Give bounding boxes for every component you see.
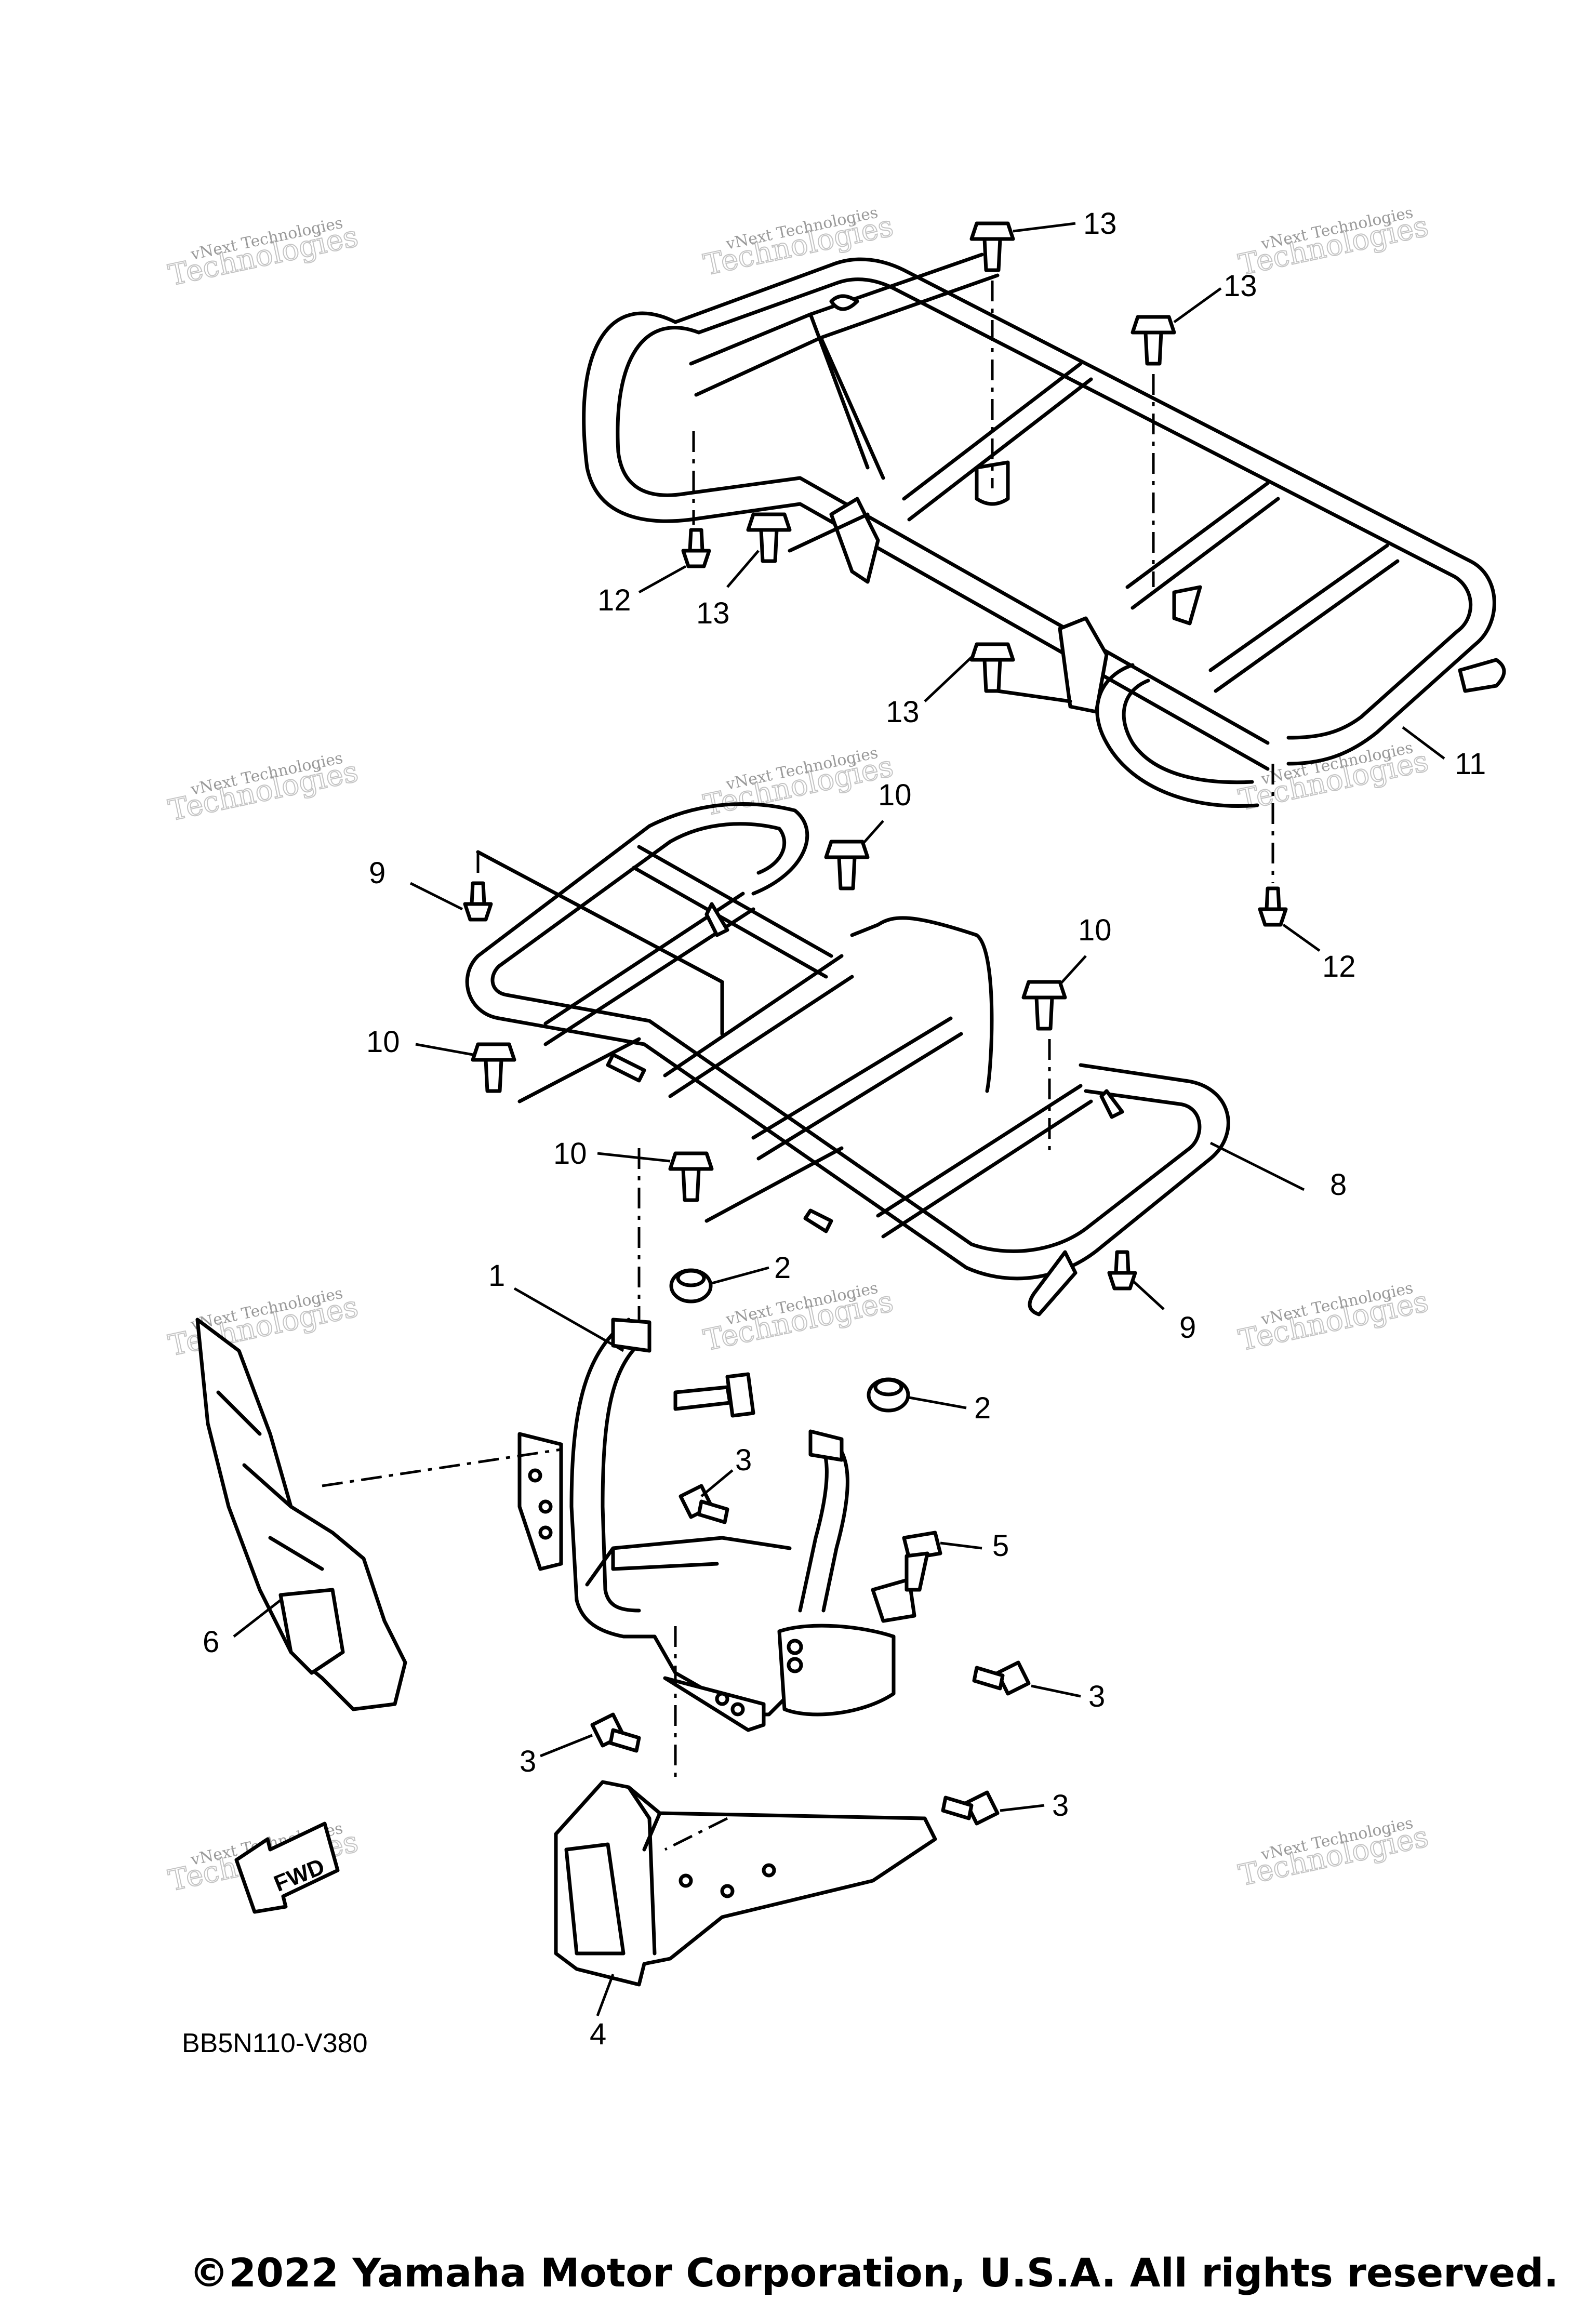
screw-12	[1258, 886, 1288, 927]
bolt-5	[902, 1531, 942, 1592]
callout-9: 9	[369, 856, 385, 890]
watermark: Technologies vNext Technologies	[700, 1279, 897, 1359]
callout-3: 3	[735, 1443, 752, 1477]
callout-13: 13	[886, 695, 920, 729]
fwd-arrow-icon: FWD	[234, 1821, 340, 1914]
callout-1: 1	[488, 1259, 505, 1293]
bolt-13	[1130, 315, 1176, 366]
callout-8: 8	[1330, 1168, 1347, 1202]
callout-13: 13	[696, 596, 730, 630]
bolt-10	[668, 1151, 714, 1202]
bolt-3	[941, 1790, 1000, 1826]
rear-carrier-part-11	[582, 252, 1506, 808]
long-bolt	[673, 1372, 755, 1418]
screw-9	[463, 881, 493, 922]
frame-guard-part-1	[517, 1318, 916, 1732]
bolt-13	[969, 642, 1015, 693]
leader-lines	[233, 222, 1445, 2016]
diagram-code: BB5N110-V380	[182, 2028, 368, 2058]
bolt-10	[471, 1042, 516, 1093]
callout-9: 9	[1179, 1311, 1196, 1345]
watermark: Technologies vNext Technologies	[1235, 1279, 1432, 1359]
callout-3: 3	[520, 1745, 536, 1778]
callout-13: 13	[1223, 269, 1257, 303]
callout-labels: 13 13 12 13 13 11 12 10 10 9 10 10 8 9 1…	[203, 207, 1486, 2051]
watermark: Technologies vNext Technologies	[700, 204, 897, 283]
grommet-2	[669, 1268, 713, 1304]
watermark: Technologies vNext Technologies	[1235, 1814, 1432, 1894]
watermark: Technologies vNext Technologies	[165, 214, 362, 294]
callout-12: 12	[1322, 950, 1356, 983]
bolt-3	[972, 1660, 1031, 1696]
watermark: Technologies vNext Technologies	[165, 749, 362, 829]
watermark: Technologies vNext Technologies	[1235, 204, 1432, 283]
front-carrier-part-8	[465, 802, 1230, 1316]
callout-12: 12	[597, 583, 631, 617]
callout-10: 10	[366, 1025, 400, 1059]
assembly-lines	[322, 281, 1274, 1851]
callout-3: 3	[1052, 1789, 1069, 1823]
watermark: Technologies vNext Technologies	[165, 1284, 362, 1364]
callout-11: 11	[1455, 747, 1486, 781]
callout-5: 5	[992, 1529, 1009, 1563]
bolt-10	[824, 840, 870, 890]
screw-9	[1107, 1250, 1137, 1291]
callout-6: 6	[203, 1625, 219, 1659]
screw-12	[681, 528, 711, 568]
bolt-13	[969, 221, 1015, 272]
callout-2: 2	[974, 1391, 991, 1425]
callout-10: 10	[553, 1137, 587, 1171]
fasteners	[463, 221, 1288, 1826]
grommet-2	[867, 1377, 910, 1413]
bolt-3	[590, 1712, 641, 1753]
lower-guard-part-4	[554, 1780, 937, 1987]
side-cover-part-6	[195, 1318, 407, 1711]
callout-10: 10	[1078, 913, 1112, 947]
callout-4: 4	[590, 2017, 606, 2051]
copyright-notice: ©2022 Yamaha Motor Corporation, U.S.A. A…	[189, 2250, 1559, 2296]
watermark: Technologies vNext Technologies	[1235, 739, 1432, 818]
bolt-3	[679, 1484, 729, 1524]
bolt-13	[746, 512, 792, 563]
callout-10: 10	[878, 778, 912, 812]
bolt-10	[1021, 980, 1067, 1031]
callout-13: 13	[1083, 207, 1117, 241]
callout-2: 2	[774, 1251, 791, 1285]
callout-3: 3	[1088, 1680, 1105, 1713]
